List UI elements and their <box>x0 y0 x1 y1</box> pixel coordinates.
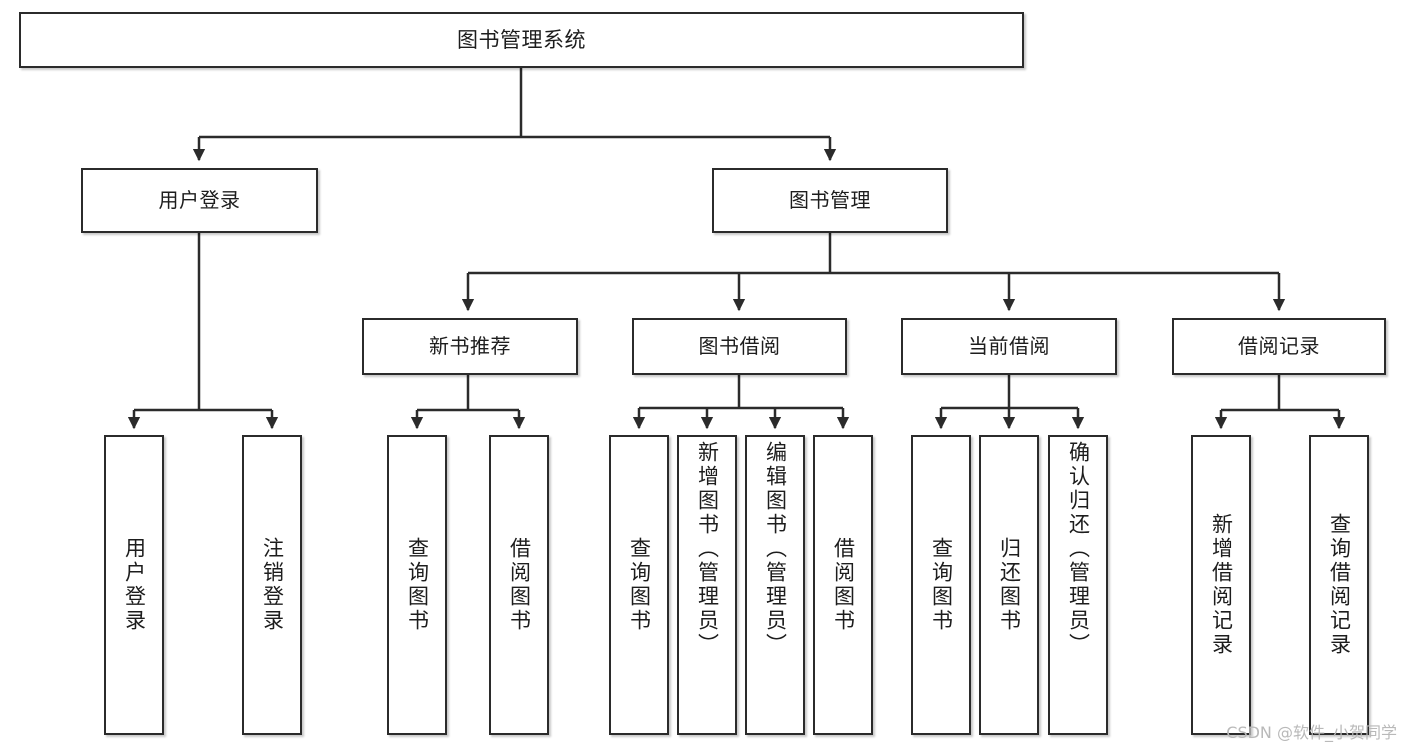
node-borrow-record[interactable]: 借阅记录 <box>1172 318 1386 375</box>
node-label: 确认归还（管理员） <box>1066 441 1091 657</box>
node-label: 借阅记录 <box>1238 334 1320 358</box>
node-label: 查询图书 <box>405 537 430 633</box>
node-label: 图书借阅 <box>698 334 781 358</box>
leaf-current-borrow-confirm[interactable]: 确认归还（管理员） <box>1048 435 1108 735</box>
node-book-borrow[interactable]: 图书借阅 <box>632 318 847 375</box>
node-label: 当前借阅 <box>968 334 1050 358</box>
node-user-login[interactable]: 用户登录 <box>81 168 318 233</box>
leaf-current-borrow-query[interactable]: 查询图书 <box>911 435 971 735</box>
node-label: 借阅图书 <box>831 537 856 633</box>
leaf-current-borrow-return[interactable]: 归还图书 <box>979 435 1039 735</box>
watermark-text: CSDN @软件_小贺同学 <box>1226 723 1397 742</box>
node-label: 注销登录 <box>260 537 285 633</box>
leaf-book-borrow-add[interactable]: 新增图书（管理员） <box>677 435 737 735</box>
node-label: 归还图书 <box>997 537 1022 633</box>
node-label: 查询借阅记录 <box>1327 513 1352 657</box>
node-label: 新增借阅记录 <box>1209 513 1234 657</box>
leaf-book-borrow-edit[interactable]: 编辑图书（管理员） <box>745 435 805 735</box>
node-label: 图书管理系统 <box>457 27 586 52</box>
node-label: 用户登录 <box>158 188 241 212</box>
leaf-new-book-borrow[interactable]: 借阅图书 <box>489 435 549 735</box>
leaf-book-borrow-query[interactable]: 查询图书 <box>609 435 669 735</box>
leaf-user-login-logout[interactable]: 注销登录 <box>242 435 302 735</box>
node-root-system[interactable]: 图书管理系统 <box>19 12 1024 68</box>
leaf-borrow-record-add[interactable]: 新增借阅记录 <box>1191 435 1251 735</box>
node-label: 新书推荐 <box>429 334 511 358</box>
node-label: 查询图书 <box>627 537 652 633</box>
node-label: 图书管理 <box>789 188 871 212</box>
node-label: 编辑图书（管理员） <box>763 441 788 657</box>
node-book-management[interactable]: 图书管理 <box>712 168 948 233</box>
leaf-new-book-query[interactable]: 查询图书 <box>387 435 447 735</box>
leaf-book-borrow-borrow[interactable]: 借阅图书 <box>813 435 873 735</box>
node-label: 查询图书 <box>929 537 954 633</box>
node-label: 新增图书（管理员） <box>695 441 720 657</box>
leaf-borrow-record-query[interactable]: 查询借阅记录 <box>1309 435 1369 735</box>
node-label: 用户登录 <box>122 537 147 633</box>
node-label: 借阅图书 <box>507 537 532 633</box>
leaf-user-login-login[interactable]: 用户登录 <box>104 435 164 735</box>
node-current-borrow[interactable]: 当前借阅 <box>901 318 1117 375</box>
node-new-book-recommend[interactable]: 新书推荐 <box>362 318 578 375</box>
